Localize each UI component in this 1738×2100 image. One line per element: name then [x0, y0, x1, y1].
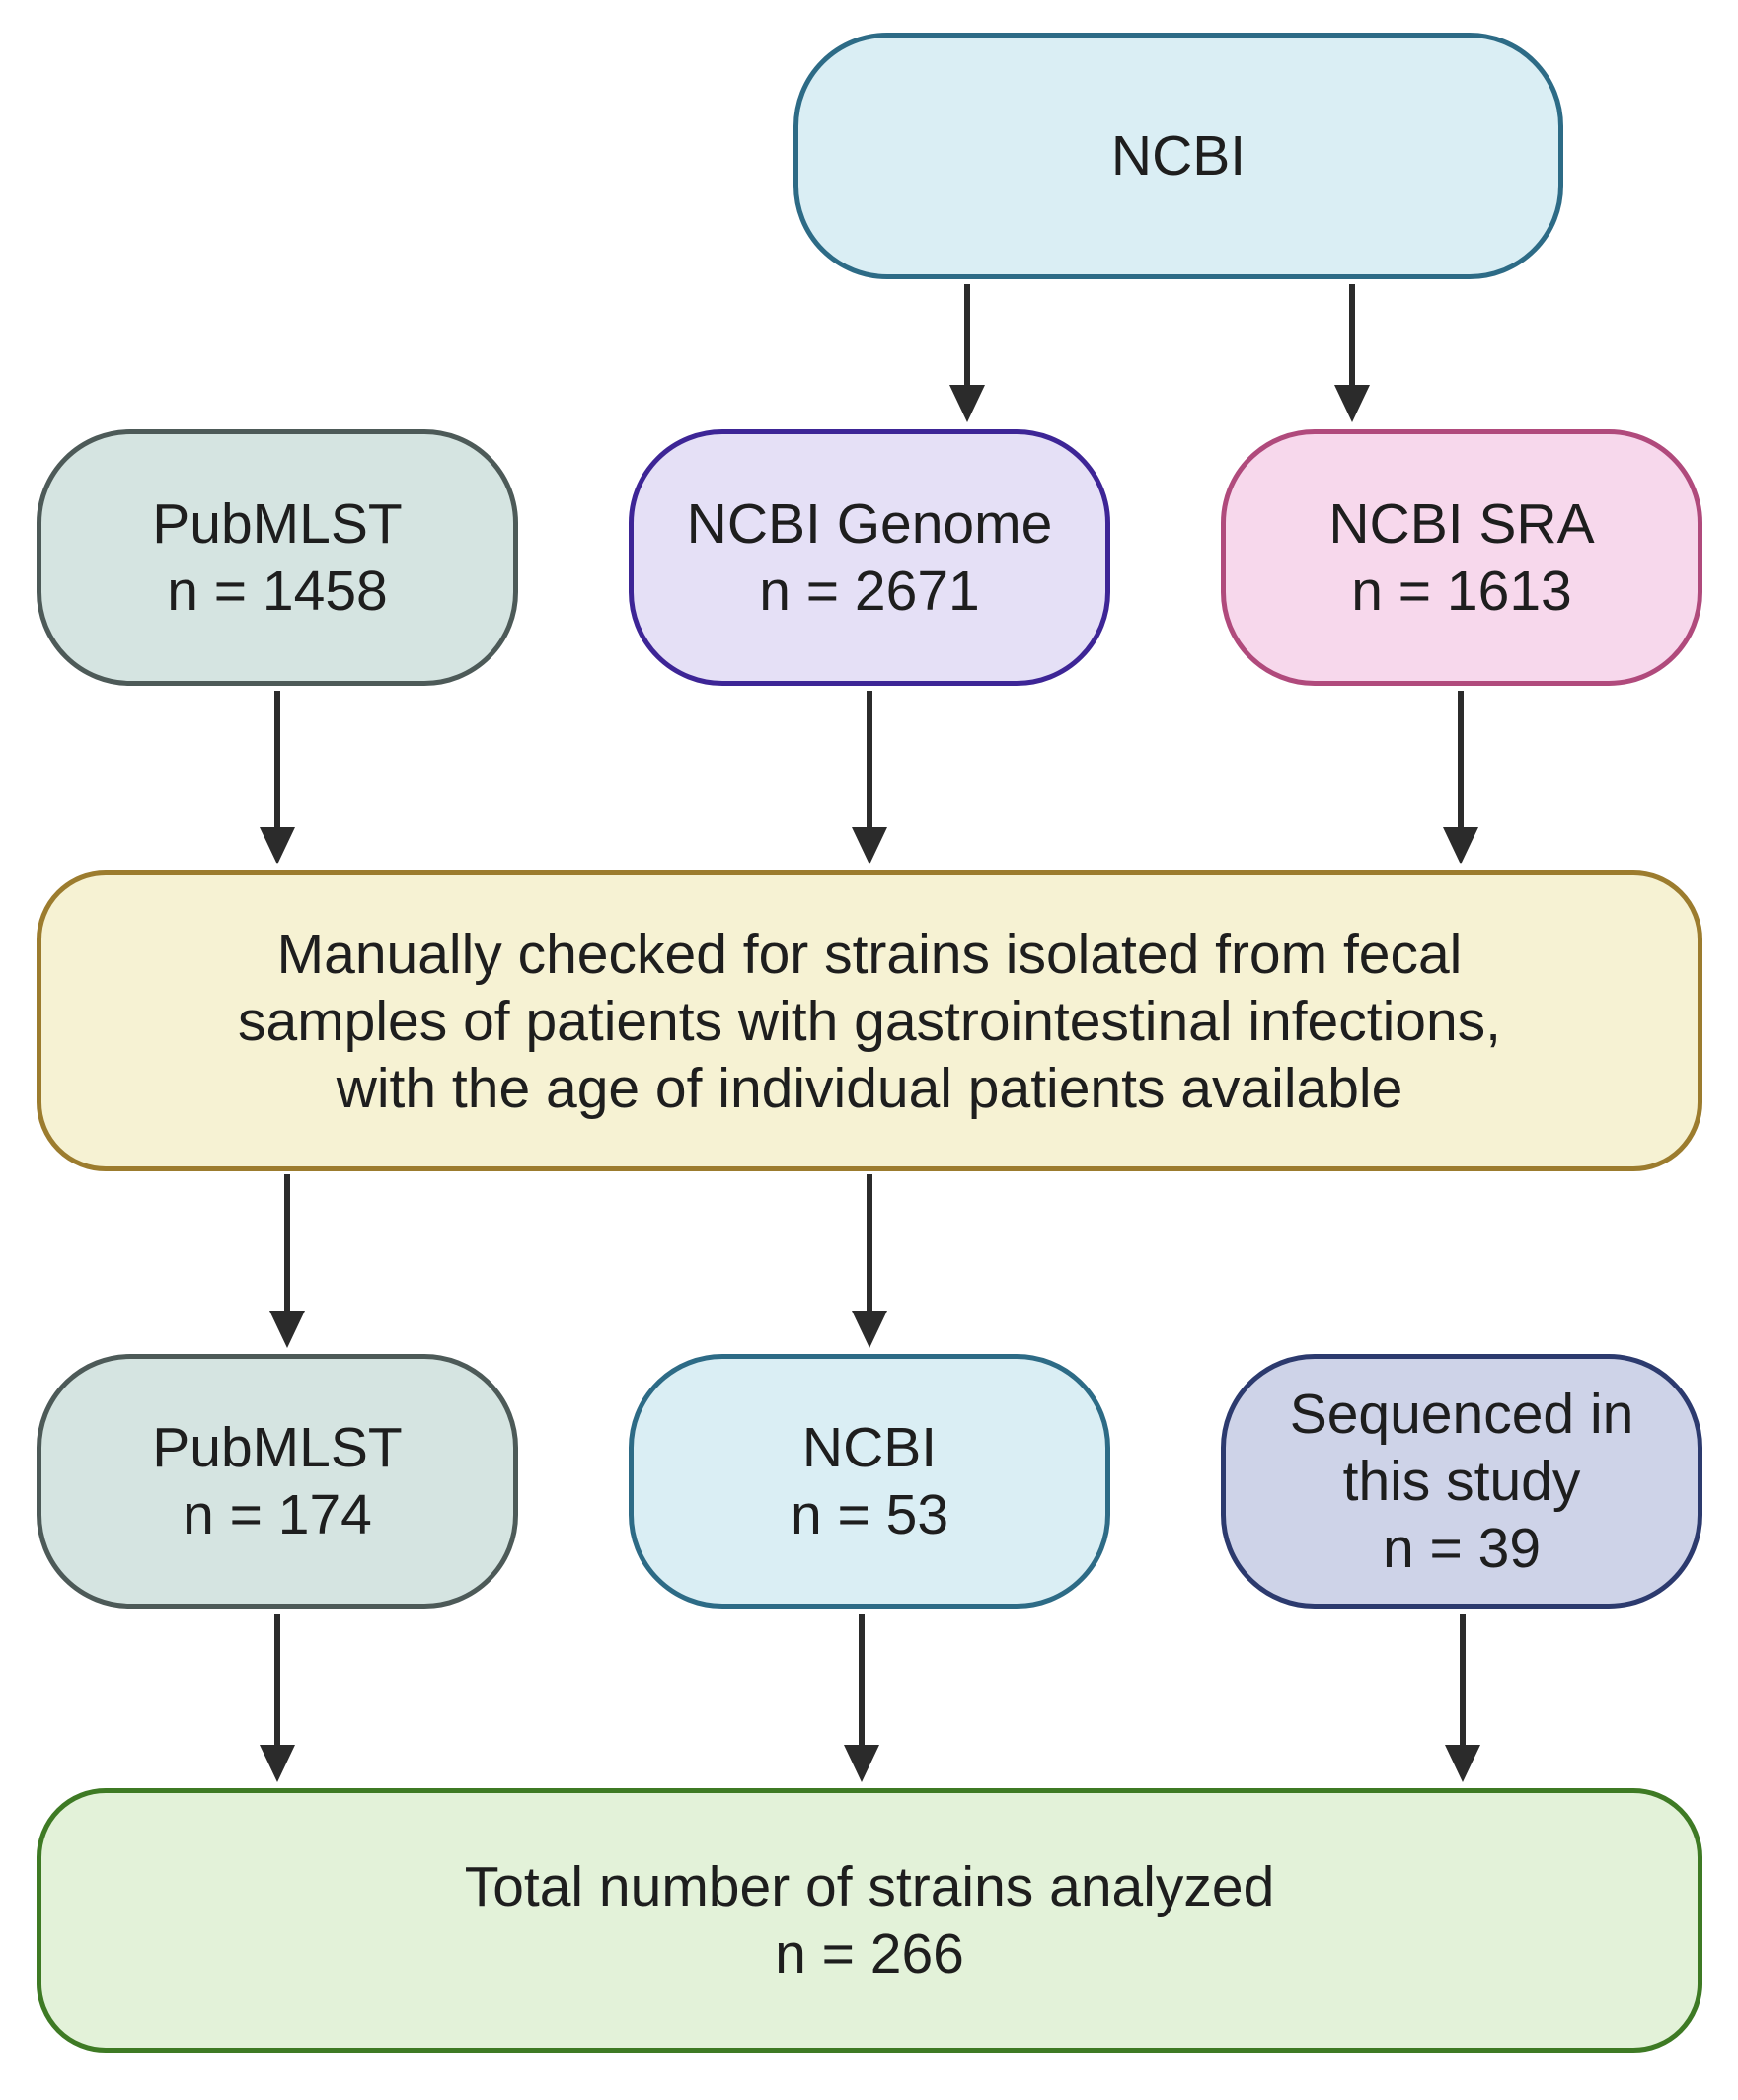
ncbi-sra-label: NCBI SRA — [1328, 492, 1595, 556]
sequenced-line-2: this study — [1342, 1450, 1581, 1513]
ncbi-genome-label: NCBI Genome — [686, 492, 1053, 556]
ncbi-sra-node: NCBI SRA n = 1613 — [1221, 429, 1702, 686]
ncbi-genome-count: n = 2671 — [759, 560, 980, 623]
arrow-ncbi-to-sra — [1334, 284, 1370, 422]
pubmlst-source-node: PubMLST n = 1458 — [37, 429, 518, 686]
manual-check-line-2: samples of patients with gastrointestina… — [238, 989, 1501, 1053]
ncbi-filtered-label: NCBI — [801, 1416, 938, 1479]
sequenced-node: Sequenced in this study n = 39 — [1221, 1354, 1702, 1609]
pubmlst-filtered-label: PubMLST — [152, 1416, 403, 1479]
arrow-ncbi-to-genome — [949, 284, 985, 422]
ncbi-filtered-count: n = 53 — [790, 1483, 949, 1546]
ncbi-genome-node: NCBI Genome n = 2671 — [629, 429, 1110, 686]
ncbi-filtered-node: NCBI n = 53 — [629, 1354, 1110, 1609]
arrow-ncbi2-to-total — [844, 1614, 879, 1782]
total-strains-label: Total number of strains analyzed — [464, 1855, 1275, 1918]
arrow-manual-to-pubmlst2 — [269, 1174, 305, 1348]
arrow-pubmlst2-to-total — [260, 1614, 295, 1782]
ncbi-source-label: NCBI — [1110, 124, 1247, 188]
arrow-sra-to-manual — [1443, 691, 1478, 864]
manual-check-node: Manually checked for strains isolated fr… — [37, 870, 1702, 1171]
sequenced-count: n = 39 — [1382, 1517, 1542, 1580]
ncbi-source-node: NCBI — [793, 33, 1563, 279]
arrow-manual-to-ncbi2 — [852, 1174, 887, 1348]
pubmlst-source-label: PubMLST — [152, 492, 403, 556]
ncbi-sra-count: n = 1613 — [1351, 560, 1572, 623]
sequenced-line-1: Sequenced in — [1289, 1383, 1634, 1446]
total-strains-node: Total number of strains analyzed n = 266 — [37, 1788, 1702, 2053]
pubmlst-filtered-node: PubMLST n = 174 — [37, 1354, 518, 1609]
arrow-pubmlst-to-manual — [260, 691, 295, 864]
total-strains-count: n = 266 — [775, 1922, 964, 1986]
manual-check-line-3: with the age of individual patients avai… — [336, 1056, 1403, 1120]
arrow-genome-to-manual — [852, 691, 887, 864]
pubmlst-source-count: n = 1458 — [167, 560, 388, 623]
arrow-sequenced-to-total — [1445, 1614, 1480, 1782]
manual-check-line-1: Manually checked for strains isolated fr… — [276, 922, 1463, 986]
pubmlst-filtered-count: n = 174 — [183, 1483, 372, 1546]
